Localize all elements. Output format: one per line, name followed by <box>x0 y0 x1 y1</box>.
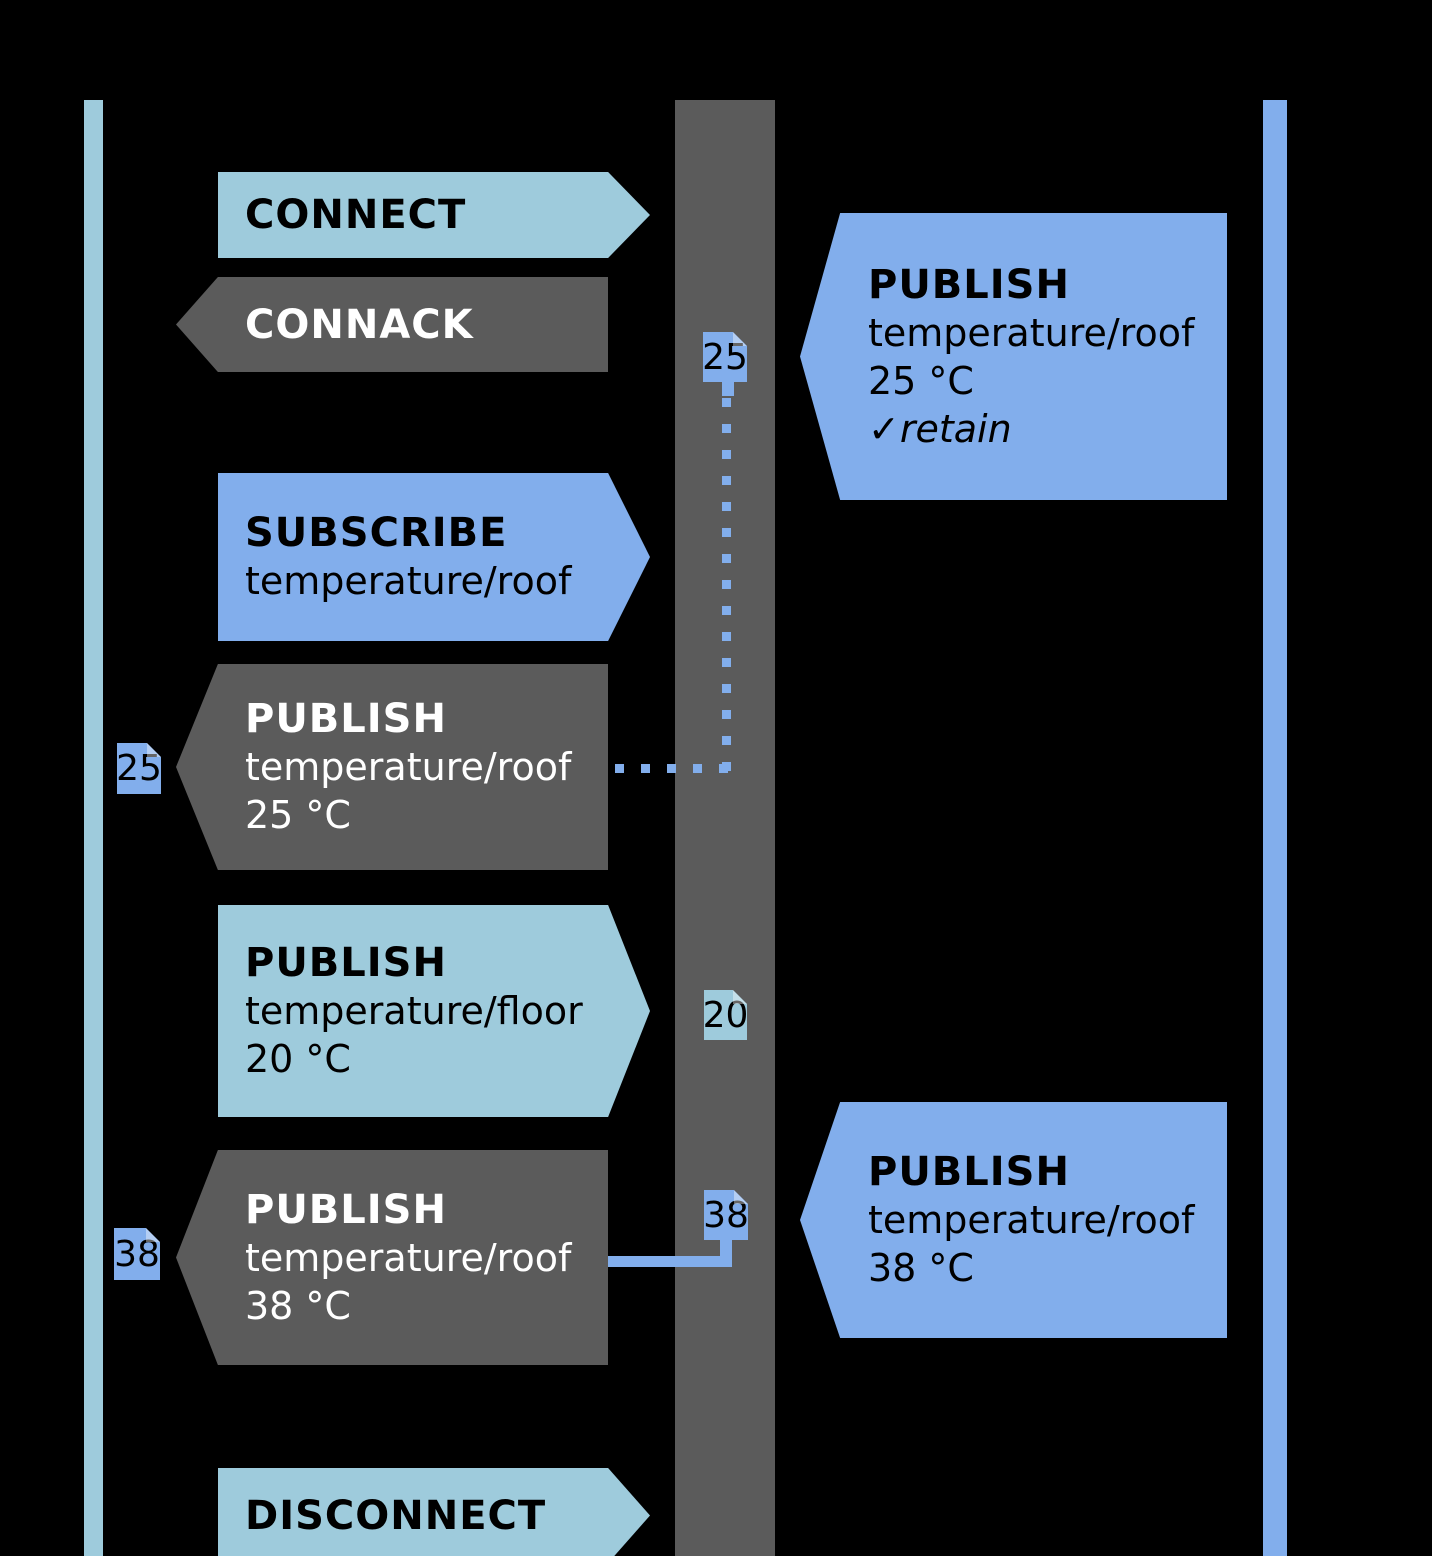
connack-label: CONNACK <box>245 301 474 348</box>
note-25-broker-value: 25 <box>702 336 748 378</box>
publish-roof-38-incoming-topic: temperature/roof <box>868 1198 1195 1242</box>
publish-retained-25-label: PUBLISH <box>868 261 1070 308</box>
publish-roof-25-payload: 25 °C <box>245 793 351 837</box>
publish-roof-38-topic: temperature/roof <box>245 1235 572 1280</box>
retained-message-dotted-connector-horizontal <box>615 764 732 773</box>
connack-message-arrow: CONNACK <box>176 277 608 372</box>
disconnect-message-arrow: DISCONNECT <box>218 1468 650 1556</box>
publish-roof-25-topic: temperature/roof <box>245 745 572 789</box>
publish-floor-20-arrow: PUBLISH temperature/floor 20 °C <box>218 905 650 1117</box>
note-icon-25-broker: 25 <box>703 332 747 382</box>
subscriber-lifeline-bar <box>84 100 103 1556</box>
note-icon-38-subscriber: 38 <box>114 1228 160 1280</box>
connect-message-arrow: CONNECT <box>218 172 650 258</box>
retained-message-dotted-connector-vertical <box>722 398 731 774</box>
publish-roof-38-payload: 38 °C <box>245 1283 351 1328</box>
publish-38-solid-connector <box>608 1256 731 1267</box>
publish-retained-25-topic: temperature/roof <box>868 310 1195 355</box>
note-icon-25-subscriber: 25 <box>117 743 161 794</box>
publish-floor-20-payload: 20 °C <box>245 1037 351 1081</box>
publish-retained-25-arrow: PUBLISH temperature/roof 25 °C ✓retain <box>800 213 1227 500</box>
publish-roof-25-label: PUBLISH <box>245 696 447 742</box>
publish-floor-20-topic: temperature/floor <box>245 989 583 1033</box>
subscribe-message-arrow: SUBSCRIBE temperature/roof <box>218 473 650 641</box>
publish-roof-38-incoming-arrow: PUBLISH temperature/roof 38 °C <box>800 1102 1227 1338</box>
note-25-subscriber-value: 25 <box>116 748 162 789</box>
publish-roof-38-incoming-label: PUBLISH <box>868 1149 1070 1195</box>
note-icon-20-broker: 20 <box>704 990 747 1040</box>
note-25-stem <box>722 382 734 396</box>
connect-label: CONNECT <box>245 192 467 238</box>
publish-roof-38-label: PUBLISH <box>245 1186 447 1233</box>
publish-floor-20-label: PUBLISH <box>245 940 447 986</box>
publish-roof-38-incoming-payload: 38 °C <box>868 1246 974 1290</box>
note-38-broker-value: 38 <box>703 1194 749 1236</box>
publish-retained-25-payload: 25 °C <box>868 358 974 403</box>
disconnect-label: DISCONNECT <box>245 1492 547 1539</box>
subscribe-label: SUBSCRIBE <box>245 510 508 556</box>
retain-flag-text: ✓retain <box>868 406 1012 451</box>
broker-lifeline-bar <box>675 100 775 1556</box>
note-20-broker-value: 20 <box>702 994 749 1036</box>
note-38-subscriber-value: 38 <box>114 1233 160 1275</box>
note-icon-38-broker: 38 <box>704 1190 748 1240</box>
subscribe-topic: temperature/roof <box>245 559 572 603</box>
publish-roof-38-outgoing-arrow: PUBLISH temperature/roof 38 °C <box>176 1150 608 1365</box>
publisher-lifeline-bar <box>1263 100 1287 1556</box>
publish-roof-25-outgoing-arrow: PUBLISH temperature/roof 25 °C <box>176 664 608 870</box>
